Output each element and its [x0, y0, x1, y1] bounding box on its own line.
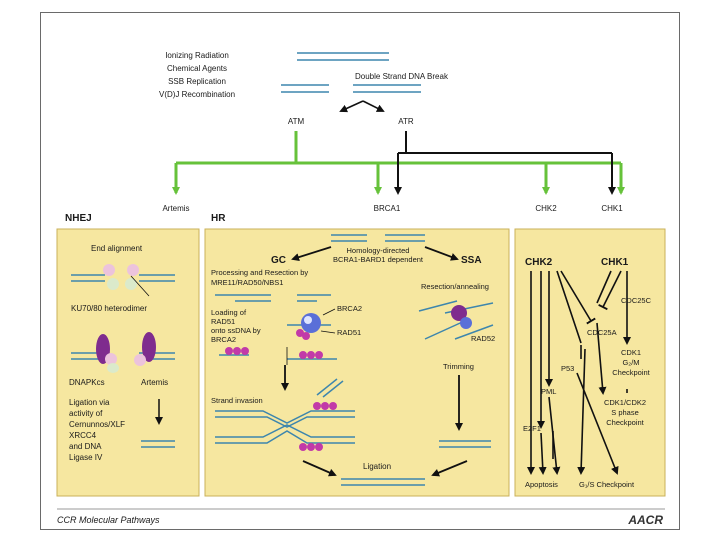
ku-pointer-line [130, 275, 150, 297]
ku-heterodimer-shape [103, 264, 139, 290]
hr-top-dna [331, 234, 425, 242]
gc-label: GC [271, 255, 286, 266]
rad52-shape [451, 305, 472, 329]
ligation-line: Cernunnos/XLF [69, 420, 125, 429]
rad52-label: RAD52 [471, 334, 495, 343]
chk1-target-label: CHK1 [601, 204, 623, 213]
to-ssa-arrow [424, 246, 459, 261]
homology-label: BCRA1-BARD1 dependent [333, 255, 424, 264]
gc-to-ligation-arrow [302, 460, 337, 477]
rad51-label: RAD51 [337, 328, 361, 337]
brca2-label: BRCA2 [337, 304, 362, 313]
hr-title: HR [211, 213, 226, 224]
p53-label: P53 [561, 364, 574, 373]
dsb-split-arrows [339, 100, 385, 113]
dnapkcs-shape [96, 332, 156, 373]
artemis-target-label: Artemis [162, 204, 189, 213]
ligation-line: XRCC4 [69, 431, 97, 440]
loading-text: Loading of RAD51 onto ssDNA by BRCA2 [211, 308, 261, 344]
nhej-artemis-label: Artemis [141, 378, 168, 387]
resection-label: Resection/annealing [421, 282, 489, 291]
nhej-panel [56, 228, 200, 497]
ligation-label: Ligation [363, 462, 391, 471]
cdk1-checkpoint-text: CDK1 G₂/M Checkpoint [612, 348, 650, 377]
homology-label: Homology-directed [347, 246, 410, 255]
causes-list: Ionizing Radiation Chemical Agents SSB R… [159, 51, 235, 99]
dnapkcs-label: DNAPKcs [69, 378, 105, 387]
dsb-label: Double Strand DNA Break [355, 72, 449, 81]
e2f1-label: E2F1 [523, 424, 541, 433]
nhej-ligation-text: Ligation via activity of Cernunnos/XLF X… [69, 398, 125, 462]
brca2-rad51-complex [287, 308, 336, 340]
loading-line: onto ssDNA by [211, 326, 261, 335]
atm-label: ATM [288, 117, 305, 126]
cdk1-line: G₂/M [622, 358, 639, 367]
footer-title: CCR Molecular Pathways [57, 515, 160, 525]
loading-line: Loading of [211, 308, 247, 317]
cdk1cdk2-line: CDK1/CDK2 [604, 398, 646, 407]
strand-invasion-dna [215, 378, 355, 444]
processing-label: Processing and Resection by [211, 268, 308, 277]
to-gc-arrow [291, 246, 332, 262]
ssa-to-ligation-arrow [431, 460, 468, 477]
gc-resected-dna [215, 294, 331, 302]
ligation-line: Ligase IV [69, 453, 103, 462]
cdk1cdk2-line: S phase [611, 408, 639, 417]
pml-label: PML [541, 387, 556, 396]
rad51-filament-left [219, 347, 249, 356]
brca1-target-label: BRCA1 [374, 204, 401, 213]
dna-repair-pathway-diagram: Ionizing Radiation Chemical Agents SSB R… [56, 51, 666, 527]
loading-line: BRCA2 [211, 335, 236, 344]
g1s-checkpoint-label: G₁/S Checkpoint [579, 480, 635, 489]
ligated-dna [341, 478, 425, 486]
cdk1-line: Checkpoint [612, 368, 650, 377]
ligation-line: Ligation via [69, 398, 110, 407]
atr-black-branches [394, 131, 616, 195]
atr-label: ATR [398, 117, 414, 126]
loading-line: RAD51 [211, 317, 235, 326]
hr-panel [204, 228, 510, 497]
cdc25c-label: CDC25C [621, 296, 652, 305]
checkpoint-panel [514, 228, 666, 497]
end-alignment-label: End alignment [91, 244, 143, 253]
ku-label: KU70/80 heterodimer [71, 304, 147, 313]
cdk1cdk2-checkpoint-text: CDK1/CDK2 S phase Checkpoint [604, 398, 646, 427]
processing-label: MRE11/RAD50/NBS1 [211, 278, 283, 287]
rad51-filament-right [287, 351, 337, 360]
chk1-title: CHK1 [601, 257, 629, 268]
chk2-title: CHK2 [525, 257, 553, 268]
dsb-dna-strands [281, 52, 421, 93]
apoptosis-label: Apoptosis [525, 480, 558, 489]
cdk1cdk2-line: Checkpoint [606, 418, 644, 427]
cdk1-line: CDK1 [621, 348, 641, 357]
chk2-target-label: CHK2 [535, 204, 557, 213]
nhej-title: NHEJ [65, 213, 92, 224]
cause-label: SSB Replication [168, 77, 226, 86]
strand-invasion-rad51 [299, 402, 337, 451]
checkpoint-arrows [527, 270, 631, 475]
ssa-trimmed-dna [439, 440, 491, 448]
cdc25a-label: CDC25A [587, 328, 617, 337]
nhej-dna-ends [71, 274, 175, 282]
cause-label: Chemical Agents [167, 64, 227, 73]
ligation-line: and DNA [69, 442, 102, 451]
strand-invasion-label: Strand invasion [211, 396, 263, 405]
nhej-ligated-dna [141, 440, 175, 448]
figure-frame: Ionizing Radiation Chemical Agents SSB R… [40, 12, 680, 530]
aacr-logo: AACR [627, 513, 663, 527]
cause-label: Ionizing Radiation [165, 51, 229, 60]
trimming-label: Trimming [443, 362, 474, 371]
cause-label: V(D)J Recombination [159, 90, 235, 99]
ligation-line: activity of [69, 409, 103, 418]
ssa-label: SSA [461, 255, 482, 266]
